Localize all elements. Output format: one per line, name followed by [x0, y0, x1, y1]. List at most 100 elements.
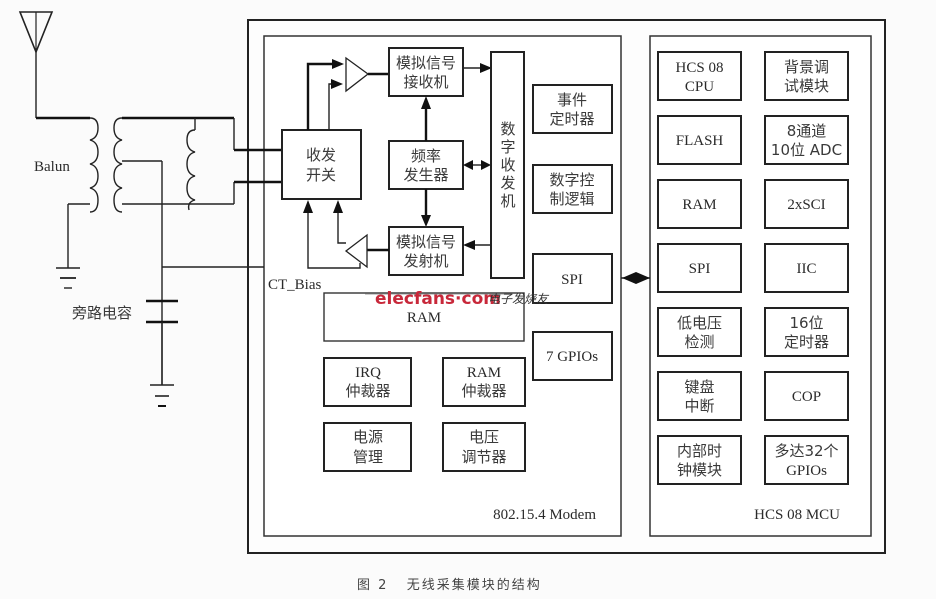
mcu-block — [764, 435, 849, 485]
watermark: elecfans·com 电子发烧友 — [365, 289, 550, 309]
watermark-brand: elecfans·com — [375, 289, 501, 309]
mcu-block-label: 钟模块 — [677, 461, 722, 479]
event-timer-block — [532, 84, 613, 134]
mcu-block-label: 16位 — [789, 314, 823, 332]
mcu-block-label: 定时器 — [784, 333, 829, 351]
frequency-generator-label: 频率 — [411, 147, 441, 165]
mcu-block-label: 内部时 — [677, 442, 722, 460]
mcu-block-label: 中断 — [684, 397, 714, 415]
frequency-generator-label: 发生器 — [403, 166, 448, 184]
power-management-label: 电源 — [353, 428, 383, 446]
shunt-coil — [186, 129, 196, 211]
digital-transceiver-label: 收 — [500, 156, 515, 174]
mcu-block — [764, 307, 849, 357]
mcu-block-label: COP — [792, 389, 821, 405]
irq-arbiter-label: IRQ — [355, 365, 381, 381]
event-timer-label: 事件 — [557, 91, 587, 109]
mcu-block — [657, 371, 742, 421]
mcu-block-label: 背景调 — [784, 58, 829, 76]
mcu-block — [764, 51, 849, 101]
mcu-block — [657, 307, 742, 357]
mcu-block — [657, 243, 742, 293]
ground-icon — [56, 267, 80, 289]
irq-arbiter-block — [323, 357, 412, 407]
antenna-icon — [18, 11, 54, 118]
mcu-block — [764, 243, 849, 293]
watermark-tagline: 电子发烧友 — [488, 292, 550, 306]
trx-switch-label: 收发 — [306, 146, 336, 164]
analog-transmitter-block — [388, 226, 464, 276]
mcu-block — [764, 115, 849, 165]
analog-receiver-label: 接收机 — [403, 73, 448, 91]
mcu-block-label: 10位 ADC — [771, 141, 842, 159]
modem-spi-block — [532, 253, 613, 304]
analog-transmitter-label: 发射机 — [403, 252, 448, 270]
digital-transceiver-label: 发 — [500, 174, 515, 192]
digital-control-logic-label: 制逻辑 — [549, 190, 594, 208]
arrow-icon — [463, 240, 475, 250]
mcu-block-label: 8通道 — [787, 122, 827, 140]
irq-arbiter-label: 仲裁器 — [345, 382, 390, 400]
arrow-icon — [331, 79, 343, 89]
modem-spi-label: SPI — [561, 272, 583, 288]
digital-transceiver-label: 机 — [500, 192, 515, 210]
mcu-block-label: SPI — [689, 261, 711, 277]
mcu-block — [657, 179, 742, 229]
arrow-icon — [480, 63, 492, 73]
ct-bias-label: CT_Bias — [268, 277, 321, 293]
bidirectional-arrow-icon — [622, 272, 650, 284]
mcu-block-label: 试模块 — [784, 77, 829, 95]
analog-receiver-label: 模拟信号 — [396, 54, 456, 72]
balun-label: Balun — [34, 159, 70, 175]
arrow-icon — [332, 59, 344, 69]
voltage-regulator-label: 调节器 — [461, 448, 506, 466]
mcu-block-label: RAM — [682, 197, 716, 213]
modem-gpios-label: 7 GPIOs — [546, 349, 598, 365]
arrow-icon — [421, 96, 431, 109]
ram-arbiter-label: 仲裁器 — [461, 382, 506, 400]
mcu-block-label: FLASH — [676, 133, 724, 149]
arrow-icon — [463, 160, 473, 170]
mcu-block — [657, 435, 742, 485]
balun-secondary-coil — [113, 117, 123, 213]
mcu-block-label: HCS 08 — [676, 60, 724, 76]
mcu-block-label: GPIOs — [786, 463, 827, 479]
power-management-block — [323, 422, 412, 472]
modem-ram-block — [323, 292, 525, 342]
mcu-block — [657, 115, 742, 165]
mcu-block-label: 键盘 — [684, 378, 714, 396]
ram-arbiter-block — [442, 357, 526, 407]
balun-primary-coil — [89, 117, 99, 213]
power-management-label: 管理 — [353, 448, 383, 466]
mcu-block-label: 检测 — [684, 333, 714, 351]
bypass-cap-label: 旁路电容 — [72, 304, 132, 322]
arrow-icon — [481, 160, 491, 170]
arrow-icon — [303, 200, 313, 213]
mcu-block-label: 2xSCI — [787, 197, 825, 213]
voltage-regulator-label: 电压 — [469, 428, 499, 446]
mcu-block — [764, 179, 849, 229]
mcu-block-label: CPU — [685, 79, 714, 95]
voltage-regulator-block — [442, 422, 526, 472]
mcu-block-label: 低电压 — [677, 314, 722, 332]
digital-transceiver-label: 数 — [500, 120, 515, 138]
mcu-title: HCS 08 MCU — [754, 507, 840, 523]
mcu-block-label: 多达32个 — [774, 442, 838, 460]
trx-switch-label: 开关 — [306, 166, 336, 184]
digital-control-logic-label: 数字控 — [549, 171, 594, 189]
modem-ram-label: RAM — [407, 310, 441, 326]
digital-transceiver-block — [490, 51, 525, 279]
analog-receiver-block — [388, 47, 464, 97]
mcu-block — [764, 371, 849, 421]
modem-gpios-block — [532, 331, 613, 381]
trx-switch-block — [281, 129, 362, 200]
lna-amplifier-icon — [345, 56, 370, 93]
mcu-block — [657, 51, 742, 101]
arrow-icon — [421, 215, 431, 227]
figure-caption: 图 2 无线采集模块的结构 — [357, 577, 542, 593]
pa-amplifier-icon — [344, 233, 368, 269]
ram-arbiter-label: RAM — [467, 365, 501, 381]
mcu-block-label: IIC — [797, 261, 817, 277]
